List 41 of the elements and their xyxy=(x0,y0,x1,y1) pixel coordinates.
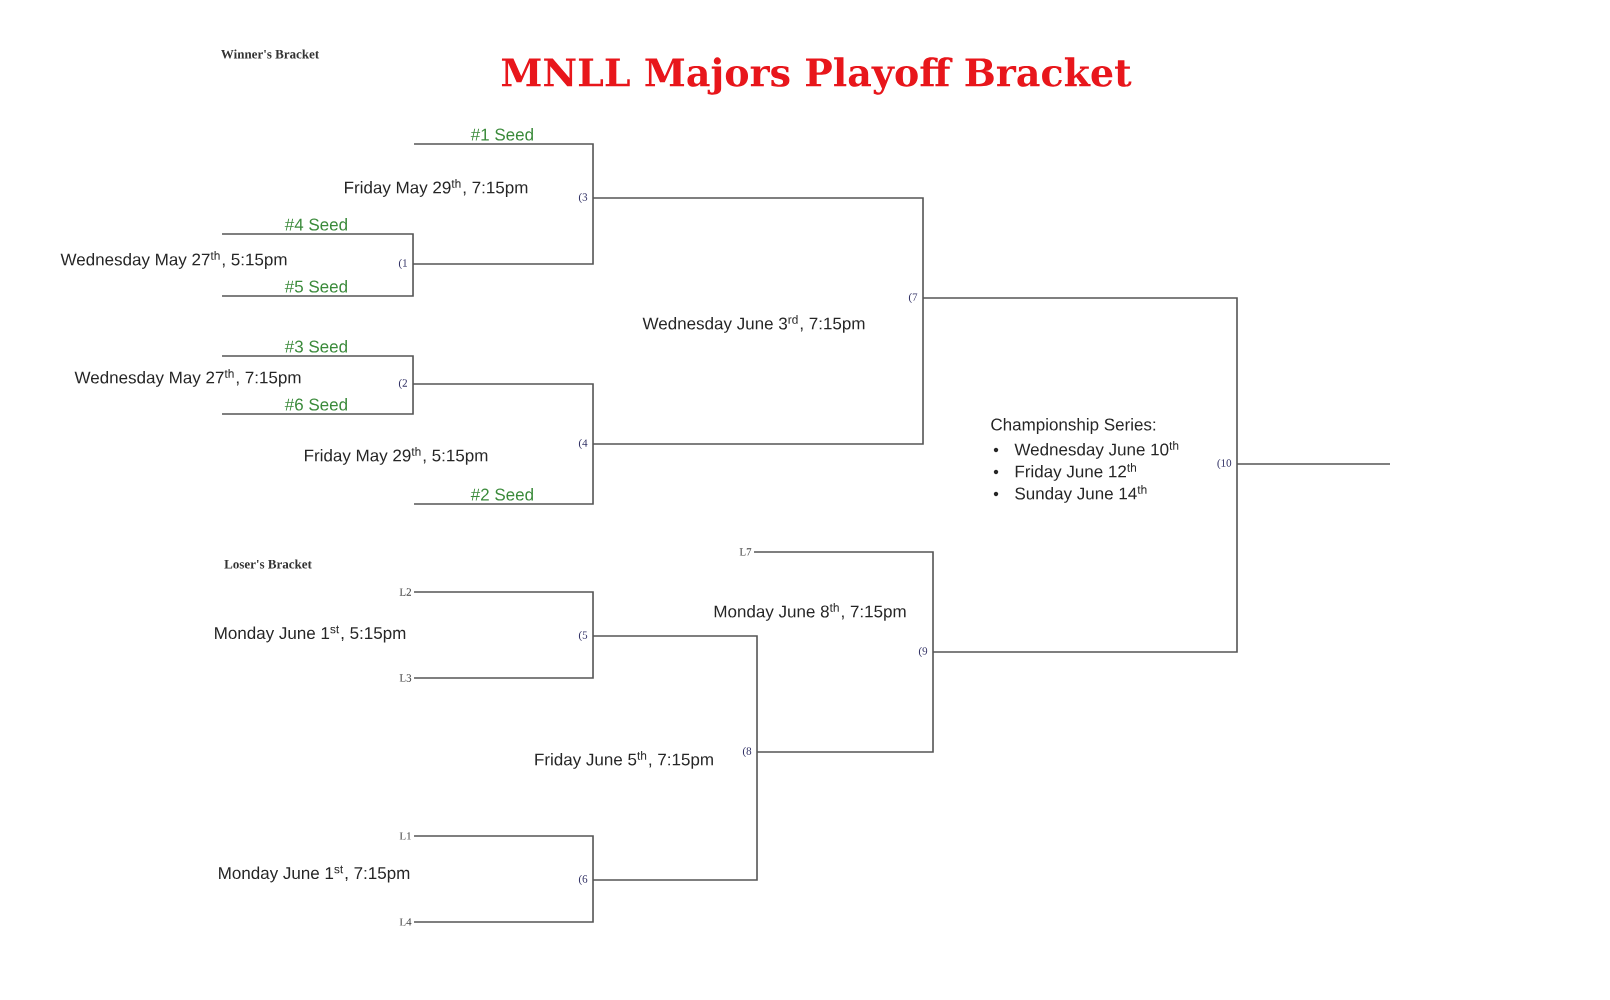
list-item: Friday June 12$^{th}$ xyxy=(1015,463,1136,481)
seed-label: #3 Seed xyxy=(284,340,347,353)
bracket-line xyxy=(221,233,414,265)
bracket-line xyxy=(221,263,414,297)
bracket-line xyxy=(413,835,594,881)
bracket-line xyxy=(413,143,594,199)
date-label: Friday May 29$^{th}$, 7:15pm xyxy=(345,179,528,197)
bracket-line xyxy=(412,197,594,265)
date-label: Monday June 1$^{st}$, 5:15pm xyxy=(215,625,406,643)
title: MNLL Majors Playoff Bracket xyxy=(501,57,1132,95)
list-item: Wednesday June 10$^{th}$ xyxy=(1014,441,1179,459)
date-label: Wednesday June 3$^{rd}$, 7:15pm xyxy=(642,315,865,333)
bracket-line xyxy=(413,635,594,679)
date-label: Wednesday May 27$^{th}$, 7:15pm xyxy=(74,369,301,387)
bracket-line xyxy=(592,635,758,753)
seed-label: #6 Seed xyxy=(284,398,347,411)
bracket-line xyxy=(413,879,594,923)
seed-label: #5 Seed xyxy=(284,280,347,293)
date-label: Friday June 5$^{th}$, 7:15pm xyxy=(535,751,713,769)
bracket-line xyxy=(592,297,924,445)
bracket-line xyxy=(922,297,1238,465)
bracket-line xyxy=(756,651,934,753)
bracket-line xyxy=(1236,463,1391,465)
date-label: Monday June 8$^{th}$, 7:15pm xyxy=(714,603,906,621)
date-label: Championship Series: xyxy=(991,418,1156,434)
bracket-line xyxy=(592,751,758,881)
bracket-line xyxy=(413,591,594,637)
bracket-line xyxy=(221,383,414,415)
list-item: Sunday June 14$^{th}$ xyxy=(1015,485,1147,503)
bracket-line xyxy=(592,197,924,299)
date-label: Friday May 29$^{th}$, 5:15pm xyxy=(305,447,488,465)
date-label: Wednesday May 27$^{th}$, 5:15pm xyxy=(60,251,287,269)
bracket-line xyxy=(221,355,414,385)
date-label: Monday June 1$^{st}$, 7:15pm xyxy=(219,865,410,883)
seed-label: #4 Seed xyxy=(284,218,347,231)
bracket-line xyxy=(412,383,594,445)
seed-label: #1 Seed xyxy=(470,128,533,141)
bracket-line xyxy=(753,551,934,653)
bracket-line xyxy=(932,463,1238,653)
seed-label: #2 Seed xyxy=(470,488,533,501)
bracket-line xyxy=(413,443,594,505)
